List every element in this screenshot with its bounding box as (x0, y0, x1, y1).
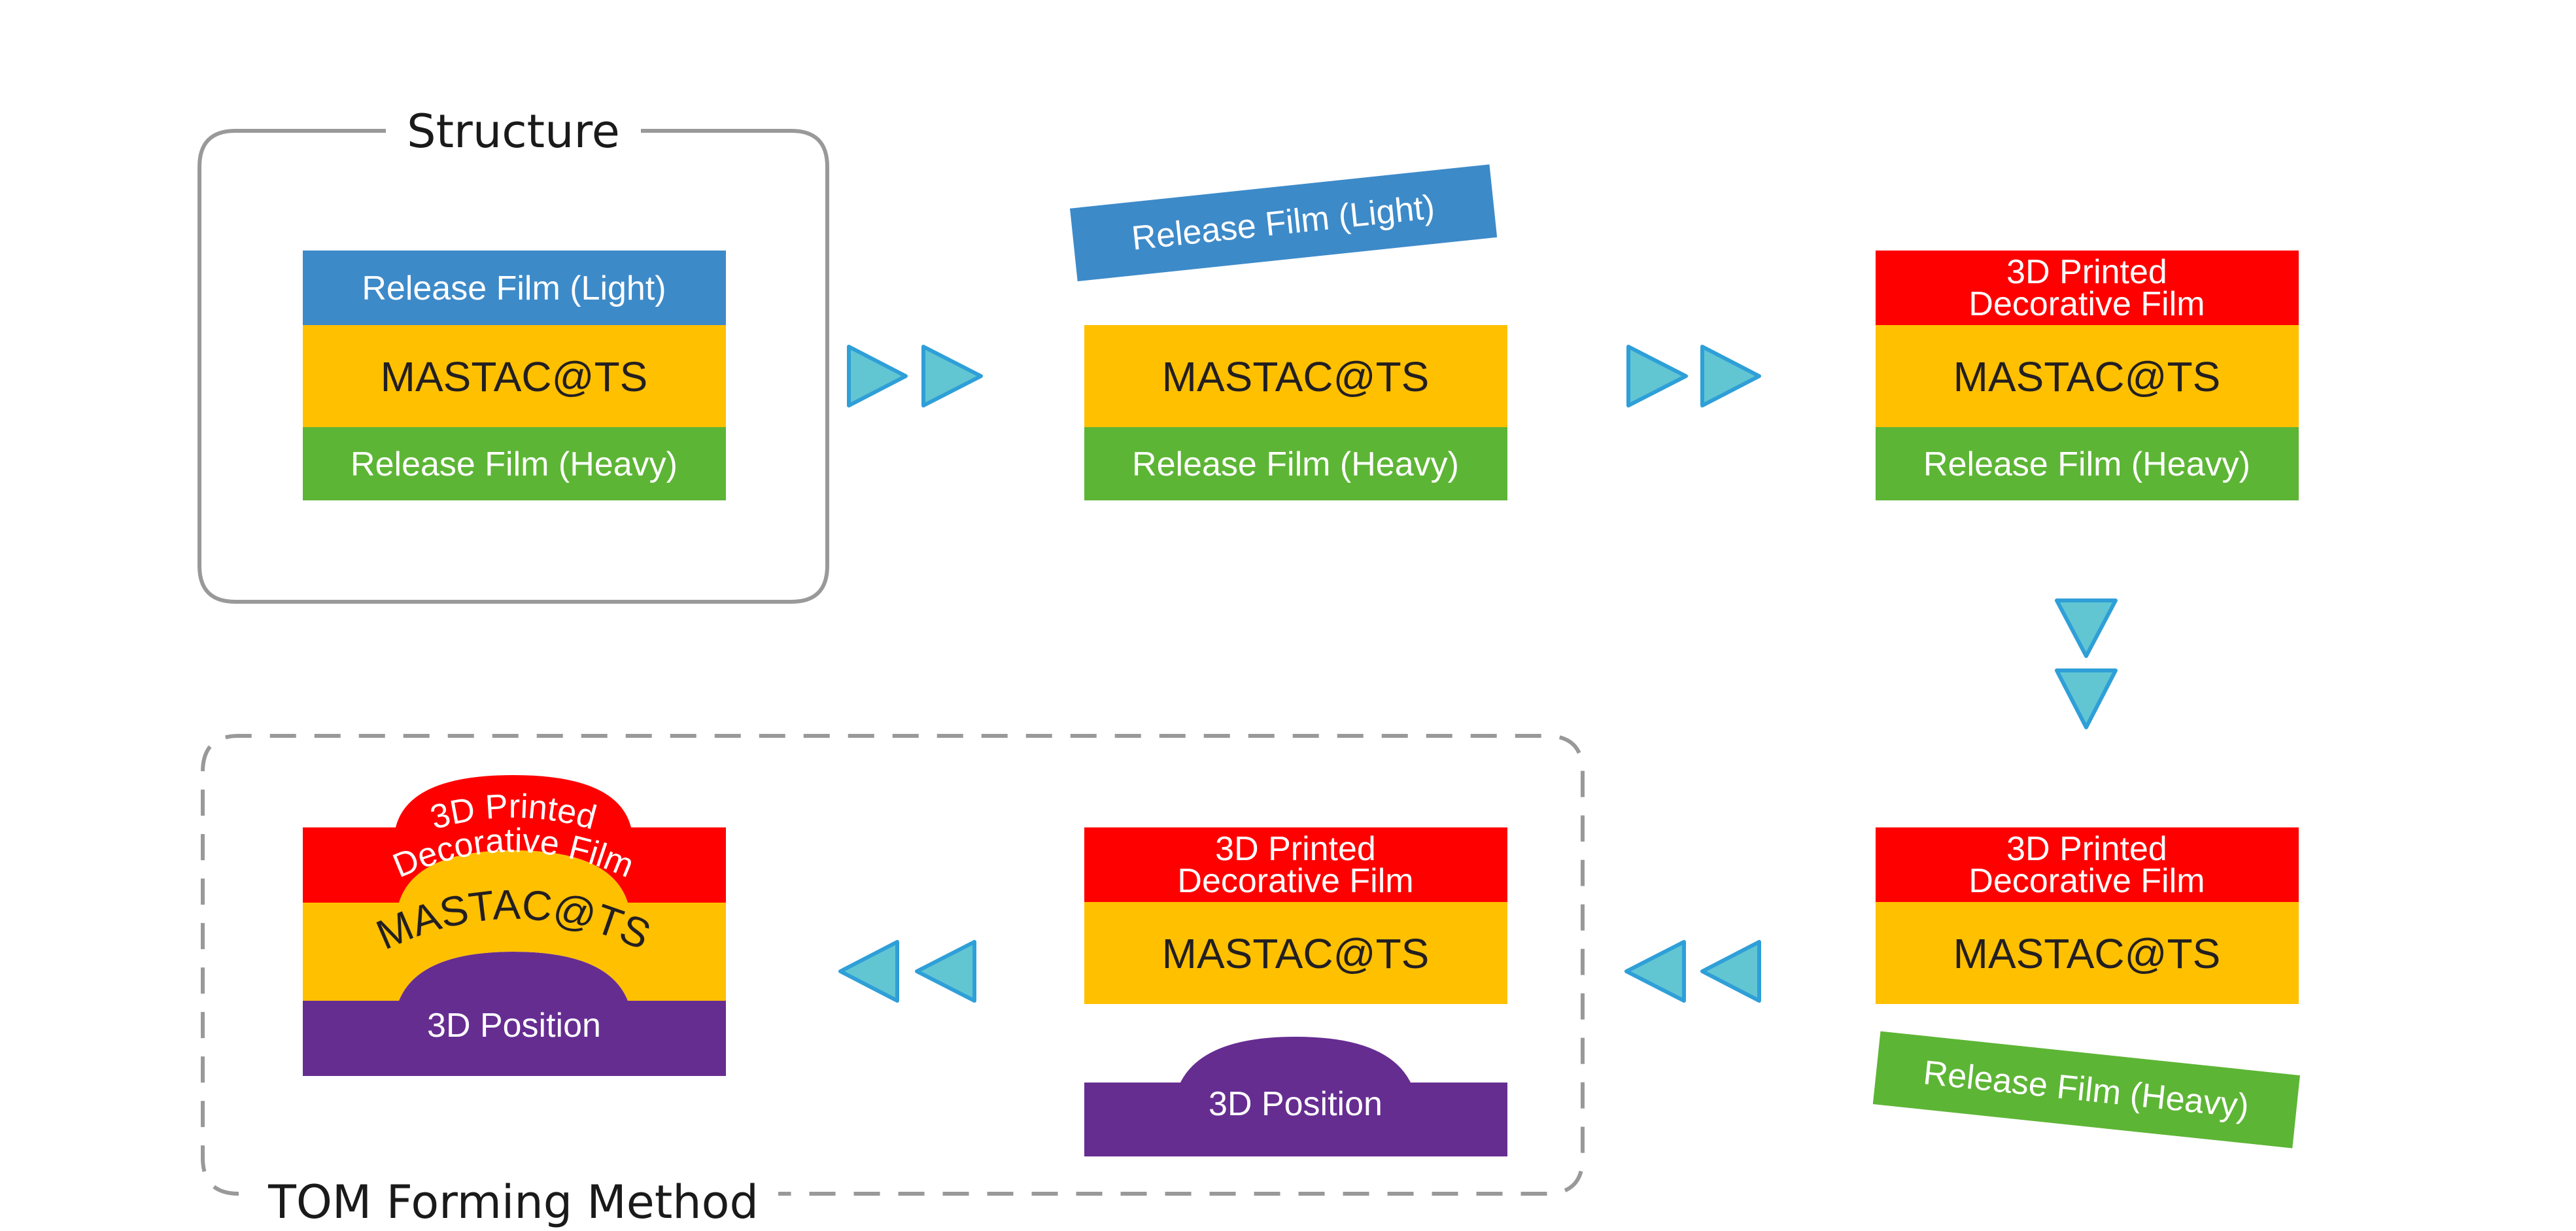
double-triangle-arrow-right-icon (847, 345, 983, 407)
mastac-label: MASTAC@TS (1953, 353, 2221, 400)
printed-film-layer-formed (303, 775, 726, 903)
stack-formed: 3D Printed Decorative Film MASTAC@TS 3D … (303, 775, 726, 1076)
peeled-release-film-heavy: Release Film (Heavy) (1872, 1031, 2300, 1149)
release-film-heavy-label: Release Film (Heavy) (351, 445, 678, 483)
printed-film-label-line2: Decorative Film (1968, 285, 2205, 323)
release-film-heavy-layer (303, 427, 726, 500)
mastac-layer (1084, 902, 1507, 1004)
double-triangle-arrow-right-icon (1626, 345, 1761, 407)
double-triangle-arrow-left-icon (1624, 940, 1761, 1003)
structure-frame: Structure (197, 105, 829, 604)
printed-film-label-line1: 3D Printed (1215, 830, 1376, 868)
release-film-light-layer (303, 251, 726, 325)
peeled-release-film-light: Release Film (Light) (1070, 164, 1498, 282)
release-film-heavy-layer (1084, 427, 1507, 500)
printed-film-label-line2: Decorative Film (1968, 862, 2205, 900)
release-film-light-label: Release Film (Light) (362, 269, 666, 307)
tom-method-frame: TOM Forming Method (201, 734, 1585, 1229)
formed-position-label: 3D Position (427, 1007, 601, 1045)
mastac-label: MASTAC@TS (1953, 930, 2221, 977)
printed-film-label-line1: 3D Printed (2006, 830, 2167, 868)
mastac-layer (1084, 325, 1507, 427)
position-label: 3D Position (1209, 1085, 1382, 1123)
position-block (1084, 1037, 1507, 1156)
stack-heavy-peeled: 3D Printed Decorative Film MASTAC@TS Rel… (1872, 827, 2300, 1149)
position-layer-formed (303, 952, 726, 1076)
stack-light-peeled: Release Film (Light) MASTAC@TS Release F… (1070, 164, 1507, 500)
stack-with-position: 3D Printed Decorative Film MASTAC@TS 3D … (1084, 827, 1507, 1156)
printed-film-layer (1084, 827, 1507, 902)
tom-method-title: TOM Forming Method (267, 1175, 759, 1229)
mastac-layer (1876, 902, 2299, 1004)
double-triangle-arrow-down-icon (2055, 598, 2118, 729)
stack-structure: Release Film (Light) MASTAC@TS Release F… (303, 251, 726, 500)
release-film-heavy-layer (1876, 427, 2299, 500)
mastac-layer-formed (303, 850, 726, 1001)
stack-printed-applied: 3D Printed Decorative Film MASTAC@TS Rel… (1876, 251, 2299, 500)
printed-film-layer (1876, 827, 2299, 902)
mastac-label: MASTAC@TS (381, 353, 648, 400)
mastac-label: MASTAC@TS (1162, 930, 1430, 977)
mastac-layer (1876, 325, 2299, 427)
printed-film-label-line2: Decorative Film (1177, 862, 1413, 900)
double-triangle-arrow-left-icon (838, 940, 976, 1003)
structure-title: Structure (407, 105, 620, 158)
mastac-layer (303, 325, 726, 427)
mastac-label: MASTAC@TS (1162, 353, 1430, 400)
printed-film-layer (1876, 251, 2299, 325)
printed-film-label-line1: 3D Printed (2006, 253, 2167, 291)
release-film-heavy-label: Release Film (Heavy) (1132, 445, 1459, 483)
release-film-heavy-label: Release Film (Heavy) (1923, 445, 2250, 483)
